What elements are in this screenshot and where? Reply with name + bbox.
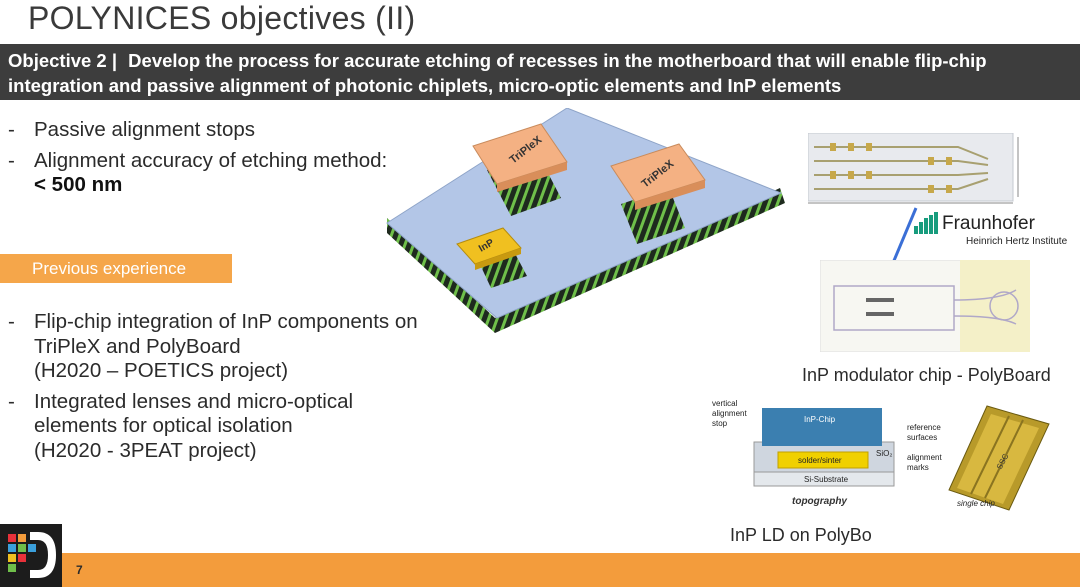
modulator-caption: InP modulator chip - PolyBoard <box>802 365 1051 385</box>
topography-label: topography <box>792 496 847 507</box>
fraunhofer-name: Fraunhofer <box>942 213 1035 234</box>
bullet-item: - Integrated lenses and micro-optical el… <box>8 389 354 462</box>
objective-label: Objective 2 | <box>8 50 118 71</box>
bullet-item: - Passive alignment stops <box>8 118 256 141</box>
bullet-item: - Flip-chip integration of InP component… <box>8 310 418 382</box>
objective-bar: Objective 2 | Develop the process for ac… <box>0 44 1080 100</box>
modulator-chip-diagram <box>820 260 1030 352</box>
page-number: 7 <box>76 563 83 577</box>
fraunhofer-logo-icon <box>914 212 938 234</box>
slide-title: POLYNICES objectives (II) <box>28 0 416 36</box>
footer-bar <box>0 553 1080 587</box>
objective-text: Develop the process for accurate etching… <box>8 50 987 96</box>
bullet-list-top: - Passive alignment stops - Alignment ac… <box>8 118 458 204</box>
fraunhofer-subtitle: Heinrich Hertz Institute <box>966 236 1068 247</box>
previous-experience-banner: Previous experience <box>0 254 232 283</box>
inp-chip-label: InP-Chip <box>804 415 836 424</box>
bullet-item: - Alignment accuracy of etching method: … <box>8 148 388 197</box>
ld-caption: InP LD on PolyBo <box>730 525 872 545</box>
sio2-label: SiO₂ <box>876 449 892 458</box>
bullet-list-bottom: - Flip-chip integration of InP component… <box>8 310 438 469</box>
solder-label: solder/sinter <box>798 456 842 465</box>
accuracy-value: < 500 nm <box>34 173 123 196</box>
polynices-logo-icon <box>0 524 62 587</box>
motherboard-illustration: TriPleX TriPleX InP <box>386 108 785 333</box>
substrate-label: Si-Substrate <box>804 475 849 484</box>
polyboard-chip-diagram <box>808 133 1019 204</box>
single-chip-label: single chip <box>957 499 995 508</box>
